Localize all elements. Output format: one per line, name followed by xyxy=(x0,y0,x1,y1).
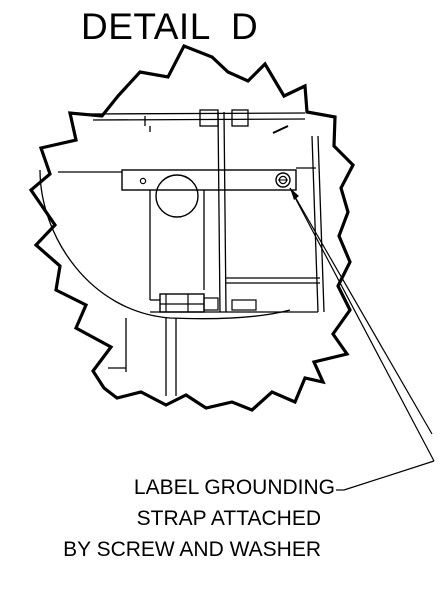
connector-tab xyxy=(203,297,219,311)
connector-body xyxy=(159,293,205,313)
top-rail-line xyxy=(87,112,306,115)
leader-line xyxy=(289,187,433,435)
round-part xyxy=(155,174,199,218)
right-wall xyxy=(311,135,319,313)
strap-hole-left xyxy=(139,177,147,185)
cylinder-curve xyxy=(39,169,291,320)
top-rail-line xyxy=(92,118,306,121)
callout-line-2: STRAP ATTACHED xyxy=(136,507,321,530)
vertical-rod xyxy=(217,111,221,313)
slanted-tab xyxy=(272,125,289,134)
callout-line-1: LABEL GROUNDING xyxy=(133,476,335,499)
leader-line xyxy=(343,460,435,491)
vertical-rod xyxy=(223,111,227,313)
connector-tab xyxy=(231,299,257,311)
detail-boundary xyxy=(28,43,355,412)
top-bracket xyxy=(199,109,219,127)
leader-line xyxy=(289,187,435,462)
washer xyxy=(275,172,291,188)
grounding-strap xyxy=(121,169,297,191)
leader-arrowhead xyxy=(290,188,299,200)
detail-title: DETAIL D xyxy=(81,6,259,47)
right-wall xyxy=(317,135,325,313)
top-bracket xyxy=(231,109,249,127)
callout-line-3: BY SCREW AND WASHER xyxy=(63,538,321,561)
